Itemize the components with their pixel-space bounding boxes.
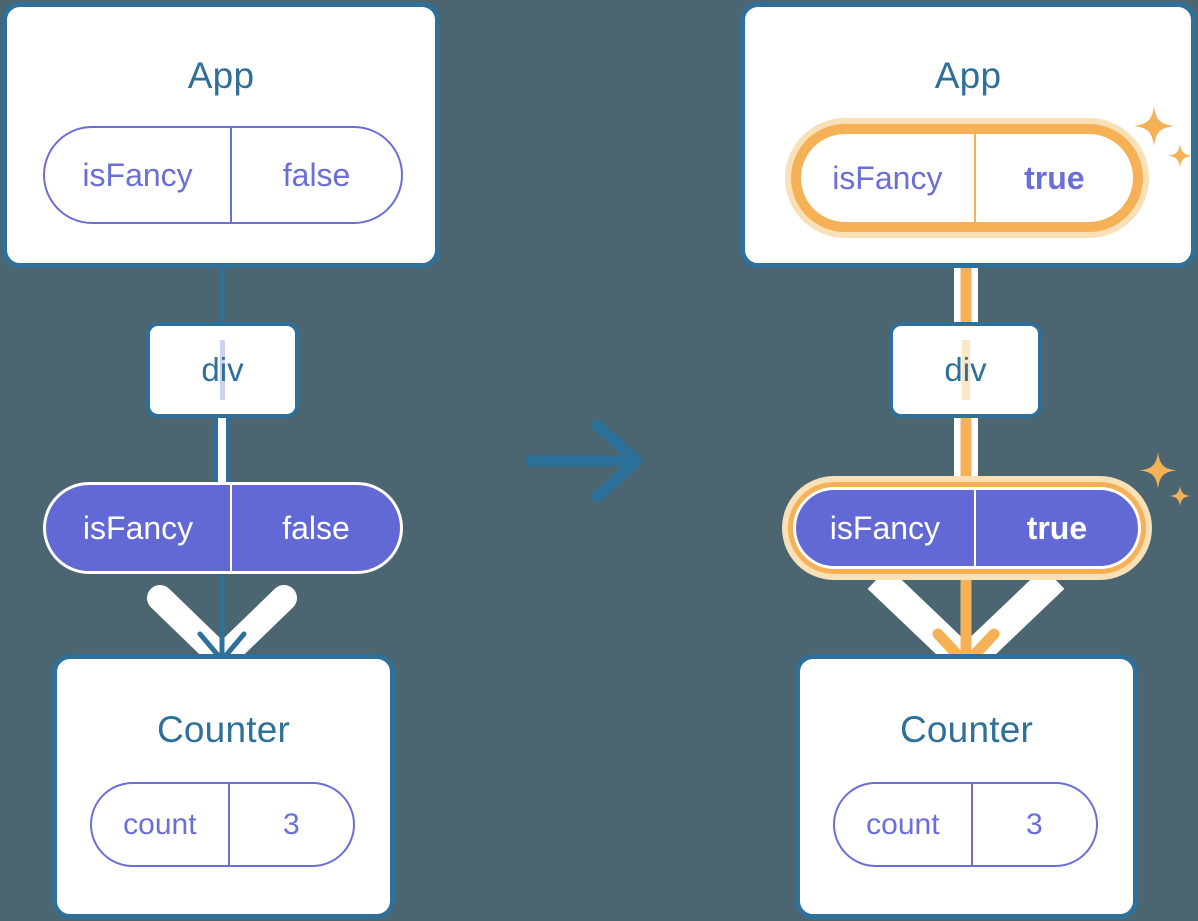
- counter-state-name-after: count: [866, 807, 940, 841]
- app-state-pill-before[interactable]: isFancy false: [43, 126, 403, 224]
- app-state-name-after: isFancy: [832, 159, 943, 196]
- counter-state-pill-before[interactable]: count 3: [90, 782, 355, 867]
- prop-name-after: isFancy: [829, 509, 941, 546]
- counter-state-value-after: 3: [970, 784, 1096, 865]
- counter-title-after: Counter: [899, 709, 1034, 750]
- counter-state-pill-after[interactable]: count 3: [833, 782, 1098, 867]
- sparkle-icon-prop-after: [1138, 448, 1198, 528]
- div-passthrough-line-before: [220, 340, 225, 400]
- div-node-before: div: [146, 322, 299, 418]
- counter-title-before: Counter: [156, 709, 291, 750]
- prop-name-before: isFancy: [82, 509, 194, 546]
- app-title-after: App: [934, 55, 1002, 96]
- div-passthrough-line-after: [961, 340, 970, 400]
- prop-value-before: false: [230, 485, 400, 571]
- div-node-after: div: [889, 322, 1042, 418]
- counter-state-name-before: count: [123, 807, 197, 841]
- prop-pill-before[interactable]: isFancy false: [43, 482, 403, 574]
- counter-state-value-before: 3: [227, 784, 353, 865]
- app-state-value-before: false: [230, 128, 401, 222]
- div-label-after: div: [944, 351, 987, 388]
- div-label-before: div: [201, 351, 244, 388]
- app-state-value-after: true: [973, 134, 1133, 222]
- app-state-name-before: isFancy: [82, 156, 193, 193]
- app-state-pill-after[interactable]: isFancy true: [799, 132, 1135, 224]
- prop-pill-after[interactable]: isFancy true: [793, 487, 1141, 569]
- prop-value-after: true: [973, 490, 1138, 566]
- app-title-before: App: [187, 55, 255, 96]
